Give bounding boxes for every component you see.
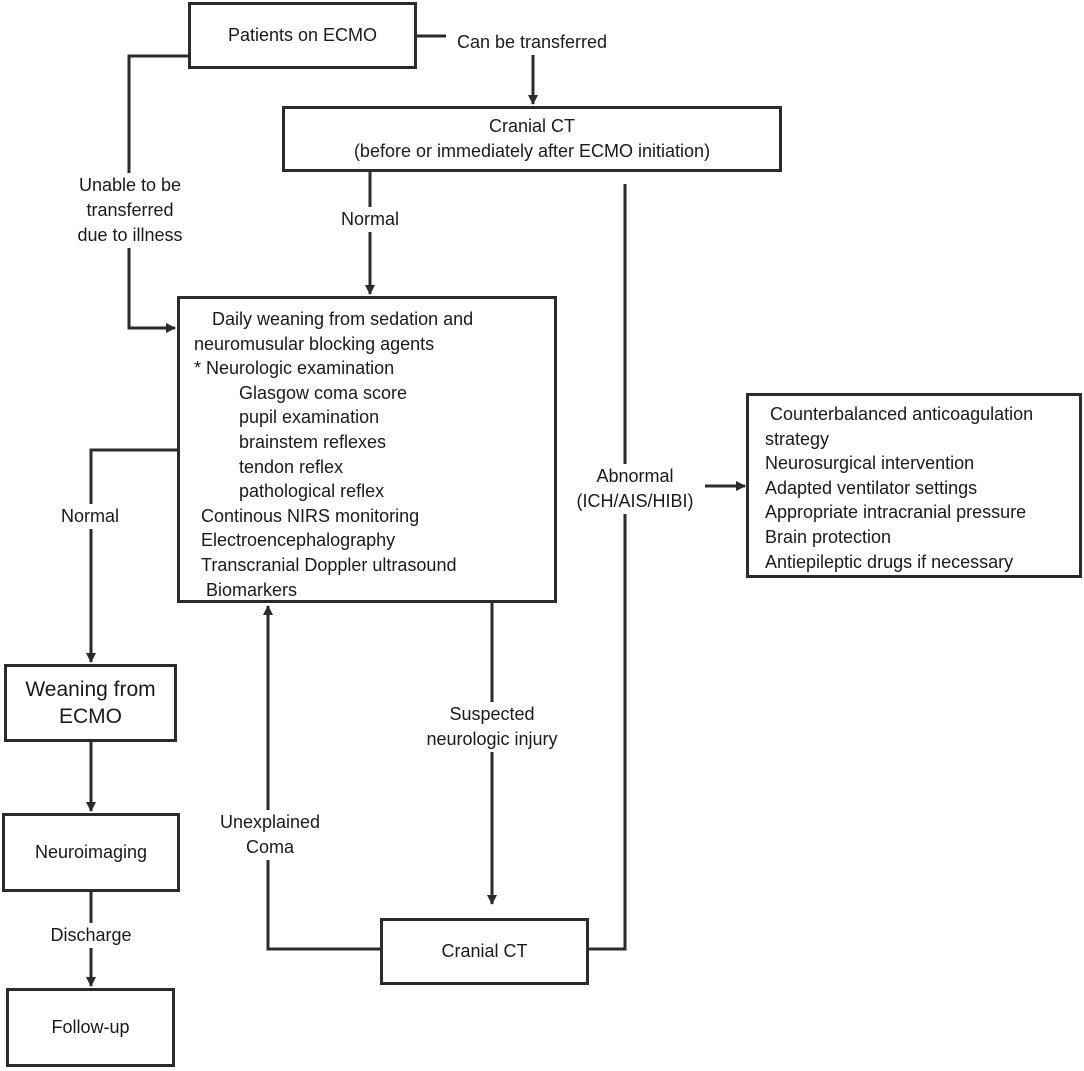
label-discharge: Discharge [41,923,141,948]
label-unexplained-coma: Unexplained Coma [205,810,335,860]
mgmt-line-6: Brain protection [765,526,892,547]
edge-ct-bottom-abnormal [588,500,627,951]
label-abnormal-line-1: Abnormal [596,466,674,486]
mgmt-line-5: Appropriate intracranial pressure [765,502,1027,523]
edge-abnormal [623,184,746,491]
daily-line-7: tendon reflex [239,456,344,477]
node-follow-up-label: Follow-up [51,1017,130,1037]
node-cranial-ct-initial: Cranial CT (before or immediately after … [282,106,782,172]
weaning-line-1: Weaning from [25,678,156,701]
label-suspected-line-2: neurologic injury [426,729,558,749]
node-patients-label: Patients on ECMO [227,25,378,45]
daily-line-1: Daily weaning from sedation and [212,309,474,329]
daily-line-3: * Neurologic examination [194,358,395,379]
label-can-be-transferred-text: Can be transferred [456,32,608,52]
node-cranial-ct-followup: Cranial CT [380,918,589,985]
label-suspected-line-1: Suspected [449,704,535,724]
node-cranial-ct-followup-label: Cranial CT [441,941,528,961]
mgmt-line-2: strategy [765,428,830,449]
node-management: Counterbalanced anticoagulation strategy… [746,393,1082,578]
node-daily-weaning: Daily weaning from sedation and neuromus… [177,296,557,603]
daily-line-10: Electroencephalography [201,530,396,551]
weaning-line-2: ECMO [59,705,122,728]
mgmt-line-4: Adapted ventilator settings [765,477,978,498]
edge-unexplained-coma [263,605,380,951]
label-normal-top: Normal [330,207,410,232]
mgmt-line-1: Counterbalanced anticoagulation [770,404,1034,424]
label-discharge-text: Discharge [50,925,132,945]
node-neuroimaging-label: Neuroimaging [34,842,148,862]
daily-line-5: pupil examination [239,407,380,428]
label-unable-line-1: Unable to be [78,175,182,195]
daily-line-9: Continous NIRS monitoring [201,505,420,526]
node-patients-on-ecmo: Patients on ECMO [188,2,417,69]
label-abnormal: Abnormal (ICH/AIS/HIBI) [565,464,705,514]
mgmt-line-3: Neurosurgical intervention [765,453,975,474]
edge-normal-left [86,448,178,663]
daily-line-11: Transcranial Doppler ultrasound [201,554,457,575]
label-unable-line-2: transferred [86,200,174,220]
label-unable-to-be-transferred: Unable to be transferred due to illness [50,173,210,248]
label-suspected-injury: Suspected neurologic injury [412,702,572,752]
daily-line-8: pathological reflex [239,481,385,502]
label-unexplained-line-2: Coma [245,837,294,857]
label-abnormal-line-2: (ICH/AIS/HIBI) [576,491,694,511]
daily-line-4: Glasgow coma score [239,382,408,403]
daily-line-2: neuromusular blocking agents [194,333,435,354]
node-follow-up: Follow-up [6,988,175,1067]
label-normal-top-text: Normal [340,209,399,229]
node-cranial-ct-initial-title: Cranial CT [488,116,576,136]
label-unable-line-3: due to illness [77,225,183,245]
node-weaning-from-ecmo: Weaning from ECMO [4,664,177,742]
node-neuroimaging: Neuroimaging [2,813,180,892]
node-cranial-ct-initial-subtitle: (before or immediately after ECMO initia… [353,141,711,161]
label-can-be-transferred: Can be transferred [446,30,618,55]
daily-line-12: Biomarkers [206,579,298,600]
label-normal-left-text: Normal [60,506,119,526]
daily-line-6: brainstem reflexes [239,431,387,452]
mgmt-line-7: Antiepileptic drugs if necessary [765,551,1014,572]
label-unexplained-line-1: Unexplained [219,812,321,832]
label-normal-left: Normal [50,504,130,529]
